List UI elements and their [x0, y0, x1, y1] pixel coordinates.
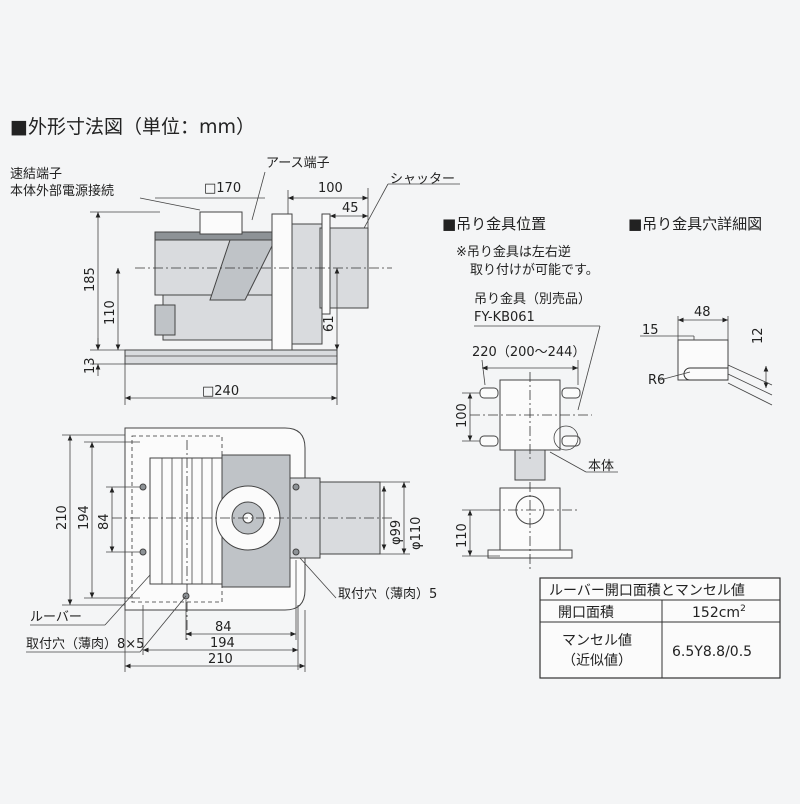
- hanger-note-1: ※吊り金具は左右逆: [456, 244, 571, 260]
- dim-61: 61: [322, 315, 337, 332]
- dim-84-horizontal: 84: [215, 620, 232, 635]
- dim-194-horizontal: 194: [210, 636, 235, 651]
- hanger-hole-title: ■吊り金具穴詳細図: [628, 215, 762, 233]
- dim-210-vertical: 210: [55, 505, 70, 530]
- dim-240: □240: [202, 384, 239, 399]
- dim-15: 15: [642, 323, 659, 338]
- dim-110-side: 110: [103, 300, 118, 325]
- dim-phi110: φ110: [409, 517, 424, 550]
- hanger-hole-detail: ■吊り金具穴詳細図 48 15 12 R6: [628, 215, 773, 406]
- dim-12: 12: [751, 327, 766, 344]
- hanger-part-label-2: FY-KB061: [474, 310, 535, 325]
- opening-area-label: 開口面積: [558, 605, 614, 621]
- opening-area-value: 152cm2: [692, 604, 746, 621]
- dim-170: □170: [204, 181, 241, 196]
- louver-table: ルーバー開口面積とマンセル値 開口面積 152cm2 マンセル値 （近似値） 6…: [539, 577, 781, 679]
- connector-label-1: 速結端子: [10, 167, 62, 182]
- side-view: 速結端子 本体外部電源接続 アース端子 シャッター □170 100 45: [10, 156, 460, 405]
- dim-13: 13: [83, 357, 98, 374]
- earth-terminal-label: アース端子: [266, 156, 330, 171]
- mount-hole-label: 取付穴（薄肉）5: [338, 587, 437, 602]
- louver-slats: [161, 458, 213, 584]
- shutter-label: シャッター: [390, 172, 455, 187]
- dim-194-vertical: 194: [77, 505, 92, 530]
- munsell-label-1: マンセル値: [562, 633, 632, 649]
- mount-holes-label: 取付穴（薄肉）8×5: [26, 637, 144, 652]
- hanger-position-view: ■吊り金具位置 ※吊り金具は左右逆 取り付けが可能です。 吊り金具（別売品） F…: [442, 215, 618, 570]
- hanger-note-2: 取り付けが可能です。: [470, 263, 599, 278]
- hanger-part-label-1: 吊り金具（別売品）: [474, 291, 591, 307]
- dim-100-top: 100: [318, 181, 343, 196]
- page-title: ■外形寸法図（単位：mm）: [10, 116, 255, 138]
- dim-r6: R6: [648, 373, 665, 388]
- connector-label-2: 本体外部電源接続: [10, 183, 114, 199]
- dim-45: 45: [342, 201, 359, 216]
- dim-210-horizontal: 210: [208, 652, 233, 667]
- plan-view: 210 194 84 φ99 φ110 取付穴（薄肉）5 ルーバー 取付穴（薄肉…: [26, 427, 437, 672]
- body-label: 本体: [588, 459, 614, 474]
- dim-185: 185: [83, 267, 98, 292]
- dim-84-vertical: 84: [97, 513, 112, 530]
- dim-48: 48: [694, 305, 711, 320]
- dim-110-hanger: 110: [455, 523, 470, 548]
- dim-100-hanger: 100: [455, 403, 470, 428]
- munsell-value: 6.5Y8.8/0.5: [672, 644, 752, 660]
- dim-220: 220（200〜244）: [472, 345, 585, 360]
- hanger-position-title: ■吊り金具位置: [442, 215, 546, 233]
- louver-label: ルーバー: [30, 610, 82, 625]
- dim-phi99: φ99: [389, 520, 404, 545]
- table-header: ルーバー開口面積とマンセル値: [549, 583, 745, 599]
- munsell-label-2: （近似値）: [562, 653, 632, 669]
